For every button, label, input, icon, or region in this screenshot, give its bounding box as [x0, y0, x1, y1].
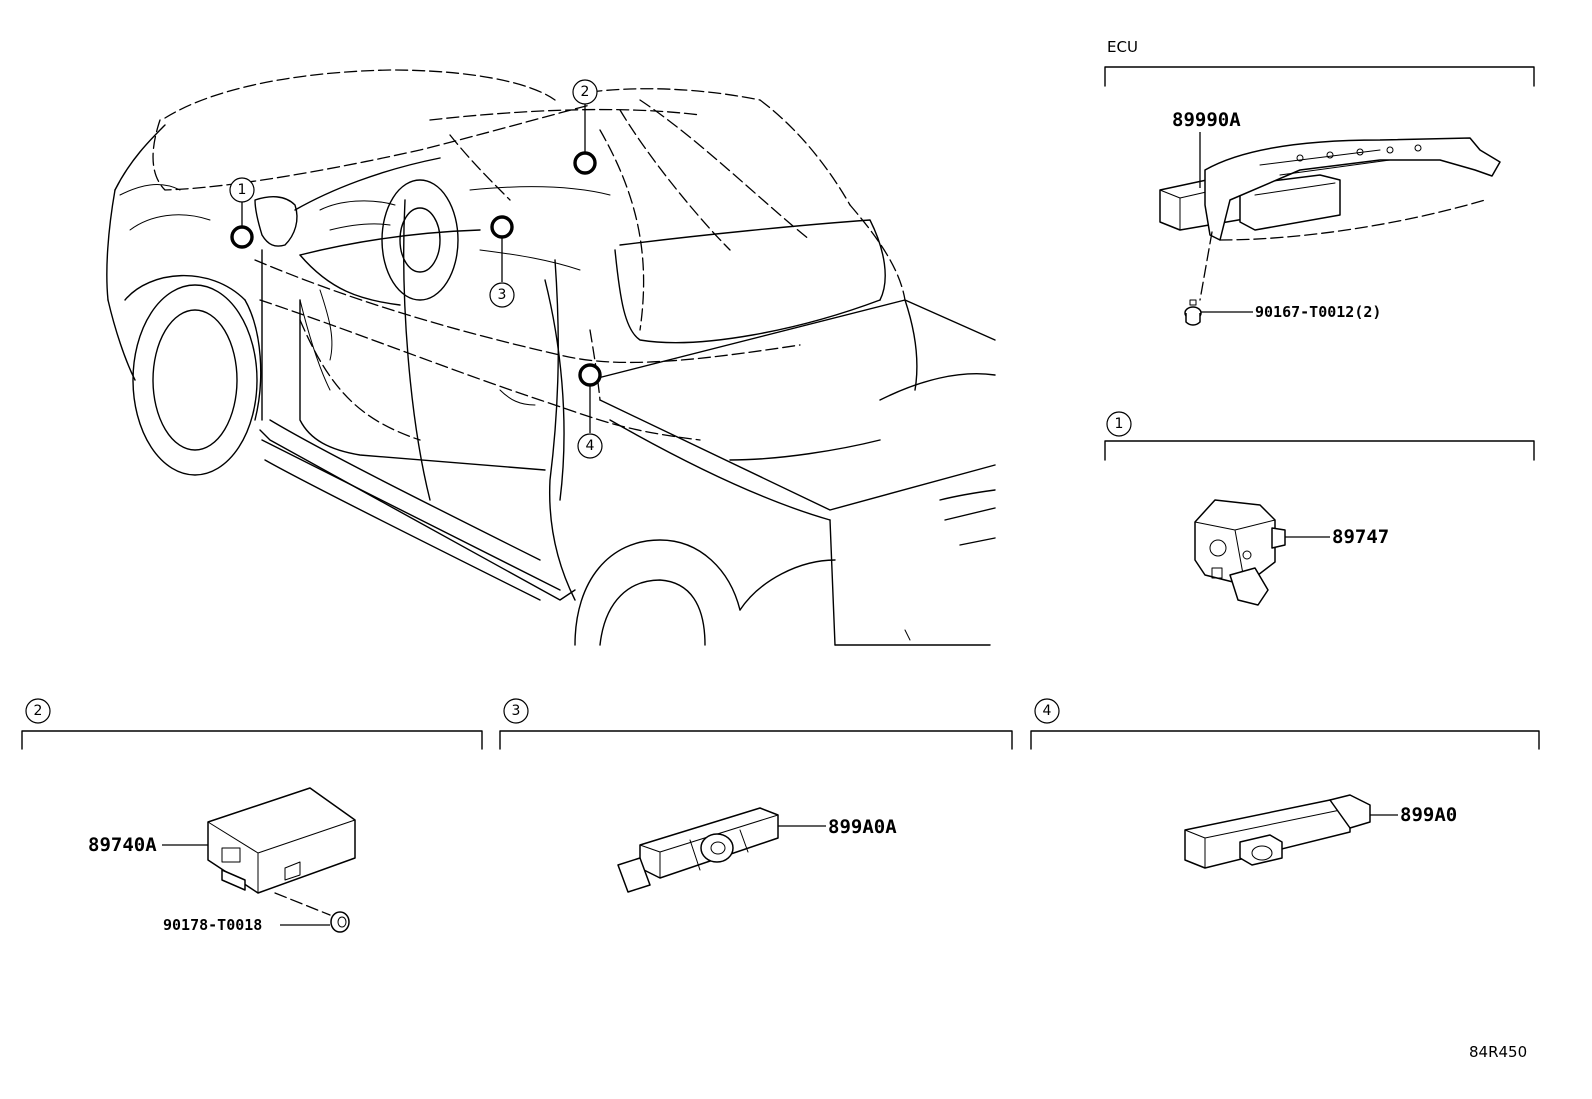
section-3: 3 899A0A	[499, 698, 1013, 893]
sensor-location-1	[230, 225, 254, 249]
part-number-90178-T0018: 90178-T0018	[163, 916, 262, 934]
sensor-89747	[1194, 499, 1286, 606]
sensor-location-2	[573, 151, 597, 175]
section-ecu: ECU 90167-T0012(2) 89990A	[1104, 38, 1535, 326]
clip-90178-T0018	[330, 911, 350, 933]
sensor-899A0A	[617, 807, 779, 893]
svg-text:1: 1	[1115, 416, 1124, 432]
module-89740A	[207, 787, 356, 894]
part-number-90167-T0012: 90167-T0012(2)	[1255, 303, 1381, 321]
svg-text:1: 1	[238, 182, 247, 198]
section-1: 1 89747	[1104, 411, 1535, 606]
part-number-89747: 89747	[1332, 526, 1389, 548]
callout-3: 3	[489, 282, 515, 308]
ecu-module	[1159, 137, 1501, 241]
sensor-location-3	[490, 215, 514, 239]
part-number-899A0: 899A0	[1400, 804, 1457, 826]
diagram-reference-code: 84R450	[1469, 1043, 1527, 1061]
callout-4: 4	[577, 433, 603, 459]
part-number-89990A: 89990A	[1172, 109, 1241, 131]
svg-text:3: 3	[512, 703, 521, 719]
callout-1: 1	[229, 177, 255, 203]
svg-text:4: 4	[1043, 703, 1052, 719]
section-2: 2 89740A 90178-T0018	[21, 698, 483, 934]
svg-text:4: 4	[586, 438, 595, 454]
part-number-899A0A: 899A0A	[828, 816, 897, 838]
svg-text:2: 2	[34, 703, 43, 719]
part-number-89740A: 89740A	[88, 834, 157, 856]
svg-text:3: 3	[498, 287, 507, 303]
section-4: 4 899A0	[1030, 698, 1540, 869]
vehicle-illustration: 1 2 3 4	[106, 69, 996, 646]
ecu-bolt	[1184, 299, 1202, 326]
sensor-899A0	[1184, 794, 1371, 869]
callout-2: 2	[572, 79, 598, 105]
section-ecu-label: ECU	[1107, 38, 1138, 56]
svg-text:2: 2	[581, 84, 590, 100]
sensor-location-4	[578, 363, 602, 387]
